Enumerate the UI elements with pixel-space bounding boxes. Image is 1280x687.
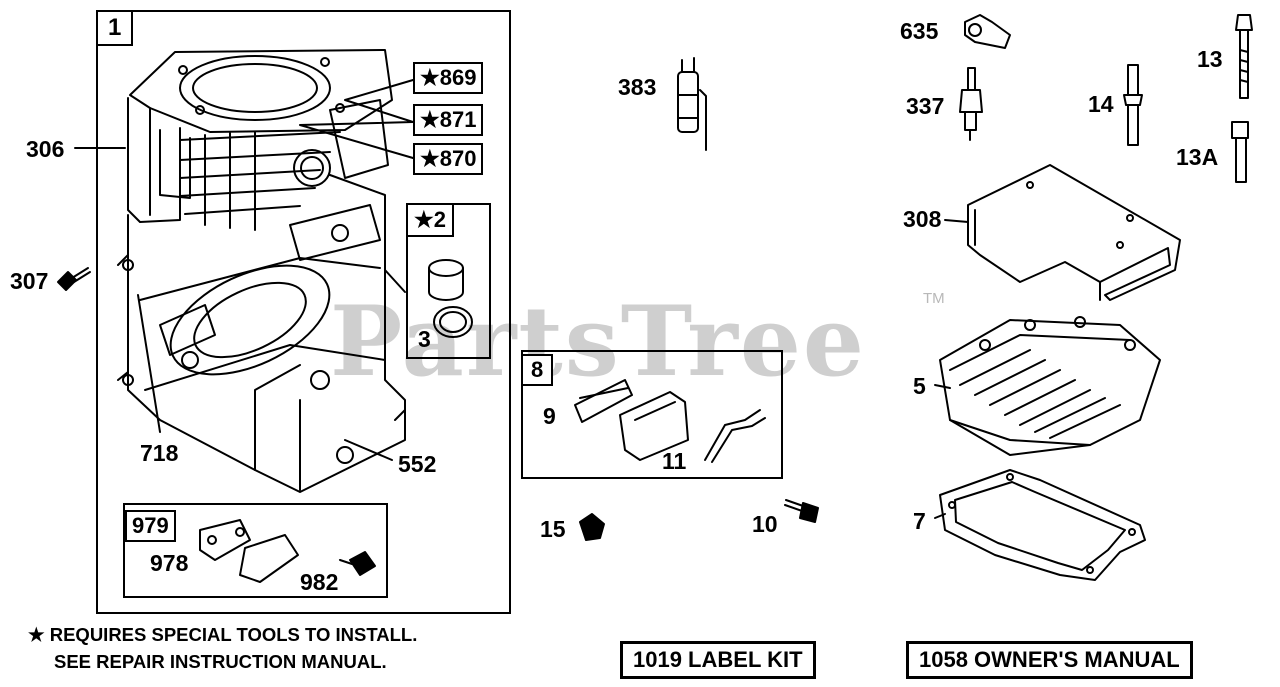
star-box-871[interactable]: ★871 <box>413 104 484 136</box>
part-label-11[interactable]: 11 <box>662 448 687 474</box>
label-kit-box[interactable]: 1019 LABEL KIT <box>620 641 816 679</box>
footnote: ★ REQUIRES SPECIAL TOOLS TO INSTALL. SEE… <box>28 622 417 676</box>
owners-manual-box[interactable]: 1058 OWNER'S MANUAL <box>906 641 1193 679</box>
cylinder-head-5-drawing[interactable] <box>939 316 1161 456</box>
part-label-15[interactable]: 15 <box>540 516 566 542</box>
group-label-2[interactable]: ★2 <box>406 203 454 237</box>
part-label-9[interactable]: 9 <box>543 403 556 429</box>
cylinder-group-frame <box>96 10 511 614</box>
part-label-308[interactable]: 308 <box>903 206 942 232</box>
gasket-kit-frame <box>123 503 388 598</box>
part-label-552[interactable]: 552 <box>398 451 437 477</box>
part-label-982[interactable]: 982 <box>300 569 339 595</box>
part-label-718[interactable]: 718 <box>140 440 179 466</box>
cylinder-block-drawing[interactable] <box>117 49 406 493</box>
shield-308-drawing[interactable] <box>967 164 1181 301</box>
watermark-tm: TM <box>923 290 945 307</box>
part-label-635[interactable]: 635 <box>900 18 939 44</box>
group-label-979[interactable]: 979 <box>125 510 176 542</box>
screw-307-drawing[interactable] <box>57 267 91 291</box>
part-label-337[interactable]: 337 <box>906 93 945 119</box>
part-label-5[interactable]: 5 <box>913 373 926 399</box>
part-label-13[interactable]: 13 <box>1197 46 1223 72</box>
footnote-line-2: SEE REPAIR INSTRUCTION MANUAL. <box>54 650 387 672</box>
star-box-870[interactable]: ★870 <box>413 143 484 175</box>
part-label-306[interactable]: 306 <box>26 136 65 162</box>
part-label-978[interactable]: 978 <box>150 550 189 576</box>
part-label-14[interactable]: 14 <box>1088 91 1114 117</box>
part-label-307[interactable]: 307 <box>10 268 49 294</box>
head-gasket-7-drawing[interactable] <box>939 469 1146 581</box>
breather-kit-frame <box>521 350 783 479</box>
part-label-10[interactable]: 10 <box>752 511 778 537</box>
watermark: PartsTree <box>330 285 866 398</box>
footnote-line-1: ★ REQUIRES SPECIAL TOOLS TO INSTALL. <box>28 624 418 645</box>
part-label-383[interactable]: 383 <box>618 74 657 100</box>
part-label-3[interactable]: 3 <box>418 326 431 352</box>
part-383-drawing[interactable] <box>677 57 707 151</box>
star-box-869[interactable]: ★869 <box>413 62 484 94</box>
group-label-1[interactable]: 1 <box>96 10 134 46</box>
part-label-13a[interactable]: 13A <box>1176 144 1219 170</box>
part-label-7[interactable]: 7 <box>913 508 926 534</box>
group-label-8[interactable]: 8 <box>521 354 554 386</box>
